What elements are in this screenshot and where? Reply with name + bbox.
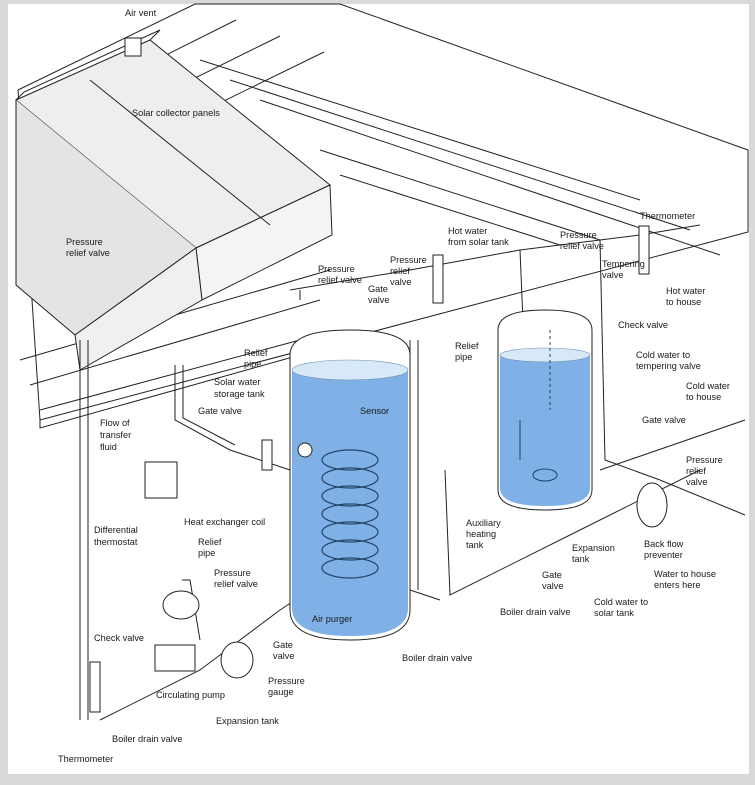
label-gate-valve-pump-2: valve [273,651,294,661]
label-air-purger: Air purger [312,614,352,624]
label-expansion-tank-right-1: Expansion [572,543,615,553]
label-tempering-valve-1: Tempering [602,259,645,269]
label-gate-valve-bottom-1: Gate [542,570,562,580]
label-relief-pipe-left-1: Relief [198,537,222,547]
label-gate-valve-left: Gate valve [198,406,242,416]
label-pressure-relief-valve-mid-3: valve [390,277,411,287]
label-pressure-relief-valve-panel-1: Pressure [66,237,103,247]
relief-drain-bucket-icon [162,590,200,620]
label-relief-pipe-tank-1: Relief [244,348,268,358]
label-check-valve-left: Check valve [94,633,144,643]
label-cold-water-to-tempering-valve-1: Cold water to [636,350,690,360]
label-pressure-relief-valve-left-1: Pressure [214,568,251,578]
label-differential-thermostat-2: thermostat [94,537,138,547]
label-cold-water-to-house-1: Cold water [686,381,730,391]
label-pressure-relief-valve-right-3: valve [686,477,707,487]
label-solar-water-storage-tank-2: storage tank [214,389,265,399]
label-flow-of-transfer-fluid-2: transfer [100,430,131,440]
label-pressure-relief-valve-aux-1: Pressure [560,230,597,240]
thermometer-icon [89,661,101,713]
label-boiler-drain-valve-mid: Boiler drain valve [500,607,570,617]
label-pressure-relief-valve-mid-1: Pressure [390,255,427,265]
label-air-vent: Air vent [125,8,157,18]
label-heat-exchanger-coil: Heat exchanger coil [184,517,265,527]
label-pressure-relief-valve-right-1: Pressure [686,455,723,465]
label-hot-water-to-house-1: Hot water [666,286,705,296]
label-flow-of-transfer-fluid-1: Flow of [100,418,130,428]
label-tempering-valve-2: valve [602,270,623,280]
expansion-tank-left-icon [220,641,254,679]
auxiliary-heating-tank [497,309,593,511]
differential-thermostat-icon [144,461,178,499]
label-hot-water-to-house-2: to house [666,297,701,307]
label-auxiliary-heating-tank-2: heating [466,529,496,539]
label-pressure-relief-valve-top-2: relief valve [318,275,362,285]
label-water-to-house-enters-here-2: enters here [654,580,700,590]
label-relief-pipe-aux-2: pipe [455,352,472,362]
label-pressure-gauge-2: gauge [268,687,294,697]
expansion-tank-right [636,482,668,528]
label-differential-thermostat-1: Differential [94,525,138,535]
label-relief-pipe-aux-1: Relief [455,341,479,351]
labels: Air vent Solar collector panels Pressure… [58,8,730,764]
label-cold-water-to-house-2: to house [686,392,721,402]
label-gate-valve-pump-1: Gate [273,640,293,650]
label-gate-valve-top-1: Gate [368,284,388,294]
label-pressure-relief-valve-aux-2: relief valve [560,241,604,251]
thermometer-icon [432,254,444,304]
label-solar-water-storage-tank-1: Solar water [214,377,260,387]
label-relief-pipe-left-2: pipe [198,548,215,558]
label-back-flow-preventer-1: Back flow [644,539,684,549]
label-back-flow-preventer-2: preventer [644,550,683,560]
label-cold-water-to-solar-tank-1: Cold water to [594,597,648,607]
label-hot-water-from-solar-tank-1: Hot water [448,226,487,236]
label-auxiliary-heating-tank-1: Auxiliary [466,518,501,528]
label-thermometer-top: Thermometer [640,211,695,221]
label-boiler-drain-valve-tank: Boiler drain valve [402,653,472,663]
label-auxiliary-heating-tank-3: tank [466,540,484,550]
label-gate-valve-top-2: valve [368,295,389,305]
label-thermometer-bottom: Thermometer [58,754,113,764]
label-solar-collector-panels: Solar collector panels [132,108,220,118]
label-hot-water-from-solar-tank-2: from solar tank [448,237,509,247]
sensor-icon [297,442,313,458]
air-vent-icon [124,37,142,57]
label-circulating-pump: Circulating pump [156,690,225,700]
circulating-pump-icon [154,644,196,672]
label-pressure-gauge-1: Pressure [268,676,305,686]
label-relief-pipe-tank-2: pipe [244,359,261,369]
label-expansion-tank-left: Expansion tank [216,716,279,726]
label-cold-water-to-tempering-valve-2: tempering valve [636,361,701,371]
thermometer-icon [261,439,273,471]
label-check-valve-right: Check valve [618,320,668,330]
label-gate-valve-right: Gate valve [642,415,686,425]
solar-collector-panels [15,29,333,371]
label-flow-of-transfer-fluid-3: fluid [100,442,117,452]
solar-water-storage-tank [289,329,411,641]
label-cold-water-to-solar-tank-2: solar tank [594,608,634,618]
label-expansion-tank-right-2: tank [572,554,590,564]
label-sensor: Sensor [360,406,389,416]
label-boiler-drain-valve-left: Boiler drain valve [112,734,182,744]
heat-exchanger-coil [321,449,379,579]
label-water-to-house-enters-here-1: Water to house [654,569,716,579]
label-gate-valve-bottom-2: valve [542,581,563,591]
thermometer-icon [638,225,650,275]
label-pressure-relief-valve-top-1: Pressure [318,264,355,274]
label-pressure-relief-valve-panel-2: relief valve [66,248,110,258]
label-pressure-relief-valve-right-2: relief [686,466,706,476]
label-pressure-relief-valve-left-2: relief valve [214,579,258,589]
label-pressure-relief-valve-mid-2: relief [390,266,410,276]
